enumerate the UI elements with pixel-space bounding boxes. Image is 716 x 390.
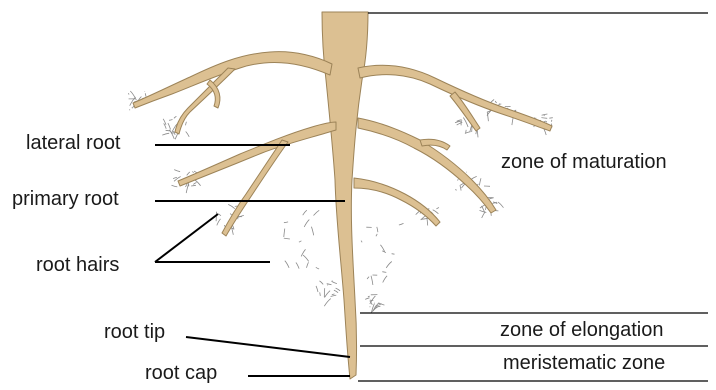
root-hair (311, 227, 313, 236)
root-hair (320, 292, 321, 296)
root-hair (174, 170, 180, 172)
root-hair (218, 214, 221, 216)
root-hair (303, 210, 307, 215)
root-hair (186, 122, 187, 126)
label-lateral-root: lateral root (26, 133, 121, 153)
root-hair (331, 295, 337, 296)
root-hair (314, 210, 320, 215)
root-hair (228, 204, 235, 208)
root-hair (495, 101, 497, 103)
root-hair (377, 227, 378, 232)
root-hair (166, 130, 172, 131)
root-hair (296, 263, 299, 269)
pointer-root-tip (186, 337, 350, 357)
root-hair (324, 299, 331, 307)
root-hair (498, 202, 503, 208)
root-hair (162, 133, 169, 135)
root-hair (433, 210, 439, 214)
root-hair (370, 300, 374, 301)
root-hair (307, 262, 309, 268)
root-hair (128, 93, 129, 94)
zone-maturation-label: zone of maturation (501, 152, 667, 172)
roots-group (133, 12, 552, 379)
label-root-hairs: root hairs (36, 255, 119, 275)
pointer-root-hairs-upper (155, 214, 218, 262)
root-hair (191, 185, 196, 186)
label-primary-root: primary root (12, 189, 119, 209)
root-hair (163, 119, 166, 125)
root-hair (427, 218, 428, 225)
label-root-cap: root cap (145, 363, 217, 383)
lateral-root-upper-left (133, 52, 332, 108)
root-hair (479, 178, 481, 185)
root-hair (285, 261, 289, 268)
root-hair (367, 277, 369, 279)
root-hair (193, 183, 196, 185)
root-hair (541, 118, 547, 119)
lateral-root-mid-right (358, 118, 496, 213)
root-hair (173, 131, 174, 134)
root-hair (145, 93, 146, 96)
root-hair (551, 120, 552, 122)
root-hair (361, 241, 362, 243)
zone-elongation-label: zone of elongation (500, 320, 663, 340)
root-hair (376, 234, 377, 236)
label-root-tip: root tip (104, 322, 165, 342)
root-hair (455, 190, 457, 191)
root-hair (284, 238, 290, 239)
root-hair (375, 304, 382, 306)
root-hair (316, 286, 318, 292)
root-hair (325, 291, 331, 298)
root-hair (371, 276, 373, 285)
root-hair (455, 121, 460, 123)
zone-meristematic-label: meristematic zone (503, 353, 665, 373)
root-hair (482, 212, 486, 218)
root-hair (284, 229, 285, 237)
root-hair (436, 208, 439, 209)
root-hair (173, 177, 177, 178)
lateral-root-mid-left (178, 122, 336, 186)
root-hair (172, 185, 178, 187)
root-hair (192, 172, 193, 173)
root-hair (480, 210, 487, 212)
root-hair (169, 120, 172, 121)
root-hair (399, 223, 404, 225)
root-hair (187, 172, 190, 176)
root-hair (316, 267, 319, 269)
root-hair (168, 123, 171, 129)
root-hair (304, 220, 309, 227)
root-hair (382, 272, 386, 273)
root-hair (336, 288, 341, 291)
root-hair (334, 290, 338, 293)
root-hair (460, 186, 461, 191)
root-hair (489, 198, 494, 200)
root-hair (174, 116, 177, 118)
root-hair (299, 241, 302, 242)
root-hair (549, 118, 553, 119)
root-hair (457, 120, 462, 122)
root-hair (186, 132, 190, 137)
root-hair (332, 281, 337, 283)
root-hair (386, 262, 392, 268)
root-hair (303, 255, 309, 261)
root-hair (332, 294, 335, 295)
root-hair (217, 219, 221, 226)
root-hair (320, 281, 324, 285)
root-hair (365, 298, 369, 300)
root-hair (368, 296, 370, 297)
root-hair (383, 276, 387, 283)
root-hair (284, 222, 288, 223)
root-hair (392, 254, 395, 255)
